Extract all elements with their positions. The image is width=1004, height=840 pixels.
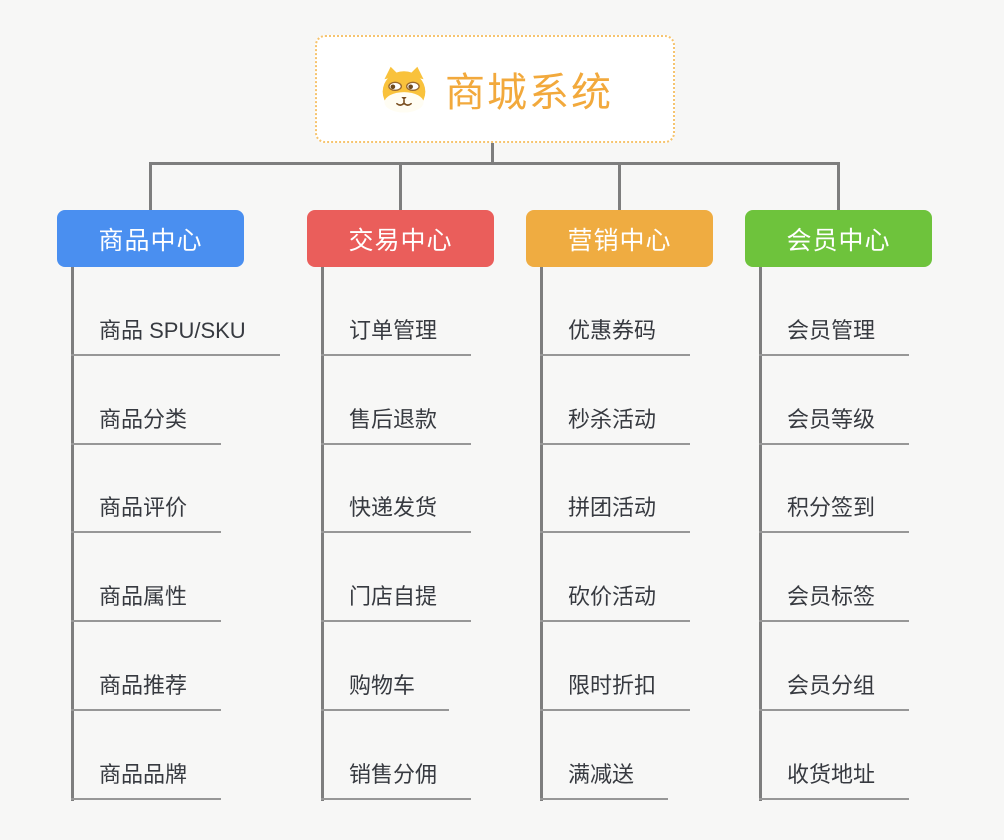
leaf-item[interactable]: 售后退款 <box>321 356 601 445</box>
branch-node-member-center[interactable]: 会员中心 <box>745 210 932 267</box>
leaf-item[interactable]: 快递发货 <box>321 445 601 534</box>
leaf-label: 会员标签 <box>759 579 910 623</box>
leaf-label: 收货地址 <box>759 757 910 800</box>
connector-drop-3 <box>618 162 621 210</box>
leaf-label: 商品评价 <box>71 490 222 534</box>
leaf-item[interactable]: 会员等级 <box>759 356 1004 445</box>
connector-drop-4 <box>837 162 840 210</box>
leaf-item[interactable]: 商品属性 <box>71 533 351 623</box>
leaf-label: 订单管理 <box>321 313 472 356</box>
leaf-item[interactable]: 商品推荐 <box>71 622 351 711</box>
leaf-item[interactable]: 销售分佣 <box>321 711 601 800</box>
leaf-item[interactable]: 订单管理 <box>321 267 601 356</box>
leaf-label: 售后退款 <box>321 402 472 445</box>
leaf-label: 商品分类 <box>71 402 222 445</box>
leaf-item[interactable]: 限时折扣 <box>540 622 820 711</box>
leaf-item[interactable]: 商品品牌 <box>71 711 351 800</box>
leaf-label: 优惠券码 <box>540 313 691 356</box>
connector-drop-2 <box>399 162 402 210</box>
leaf-item[interactable]: 购物车 <box>321 622 601 711</box>
leaf-item[interactable]: 商品分类 <box>71 356 351 445</box>
branch-label: 营销中心 <box>567 226 672 255</box>
leaf-column-member-center: 会员管理 会员等级 积分签到 会员标签 会员分组 收货地址 <box>759 267 1004 800</box>
trunk-marketing-center <box>540 267 543 801</box>
trunk-product-center <box>71 267 74 801</box>
leaf-column-marketing-center: 优惠券码 秒杀活动 拼团活动 砍价活动 限时折扣 满减送 <box>540 267 820 800</box>
leaf-label: 积分签到 <box>759 490 910 534</box>
leaf-item[interactable]: 商品 SPU/SKU <box>71 267 351 356</box>
branch-label: 会员中心 <box>786 226 891 255</box>
leaf-label: 商品推荐 <box>71 668 222 711</box>
leaf-label: 砍价活动 <box>540 579 691 623</box>
leaf-label: 会员管理 <box>759 313 910 356</box>
connector-drop-1 <box>149 162 152 210</box>
leaf-label: 满减送 <box>540 757 669 800</box>
leaf-label: 商品品牌 <box>71 757 222 800</box>
leaf-column-trade-center: 订单管理 售后退款 快递发货 门店自提 购物车 销售分佣 <box>321 267 601 800</box>
leaf-label: 销售分佣 <box>321 757 472 800</box>
leaf-item[interactable]: 优惠券码 <box>540 267 820 356</box>
branch-node-marketing-center[interactable]: 营销中心 <box>526 210 713 267</box>
branch-node-product-center[interactable]: 商品中心 <box>57 210 244 267</box>
leaf-label: 会员分组 <box>759 668 910 711</box>
leaf-label: 商品属性 <box>71 579 222 623</box>
trunk-trade-center <box>321 267 324 801</box>
leaf-label: 商品 SPU/SKU <box>71 313 280 356</box>
branch-node-trade-center[interactable]: 交易中心 <box>307 210 494 267</box>
connector-root-stem <box>491 143 494 164</box>
leaf-item[interactable]: 会员管理 <box>759 267 1004 356</box>
leaf-item[interactable]: 商品评价 <box>71 445 351 534</box>
leaf-item[interactable]: 收货地址 <box>759 711 1004 800</box>
leaf-label: 快递发货 <box>321 490 472 534</box>
leaf-label: 秒杀活动 <box>540 402 691 445</box>
leaf-item[interactable]: 积分签到 <box>759 445 1004 534</box>
leaf-item[interactable]: 秒杀活动 <box>540 356 820 445</box>
leaf-item[interactable]: 会员分组 <box>759 622 1004 711</box>
leaf-label: 购物车 <box>321 668 450 711</box>
leaf-item[interactable]: 满减送 <box>540 711 820 800</box>
leaf-item[interactable]: 拼团活动 <box>540 445 820 534</box>
leaf-label: 会员等级 <box>759 402 910 445</box>
trunk-member-center <box>759 267 762 801</box>
branch-label: 商品中心 <box>98 226 203 255</box>
leaf-label: 门店自提 <box>321 579 472 623</box>
connector-horizontal-bar <box>149 162 840 165</box>
leaf-column-product-center: 商品 SPU/SKU 商品分类 商品评价 商品属性 商品推荐 商品品牌 <box>71 267 351 800</box>
leaf-item[interactable]: 会员标签 <box>759 533 1004 623</box>
root-node-mall-system[interactable]: 商城系统 <box>315 35 675 143</box>
leaf-item[interactable]: 门店自提 <box>321 533 601 623</box>
leaf-item[interactable]: 砍价活动 <box>540 533 820 623</box>
dog-face-icon <box>382 66 426 113</box>
leaf-label: 拼团活动 <box>540 490 691 534</box>
root-title: 商城系统 <box>445 71 613 115</box>
branch-label: 交易中心 <box>348 226 453 255</box>
leaf-label: 限时折扣 <box>540 668 691 711</box>
